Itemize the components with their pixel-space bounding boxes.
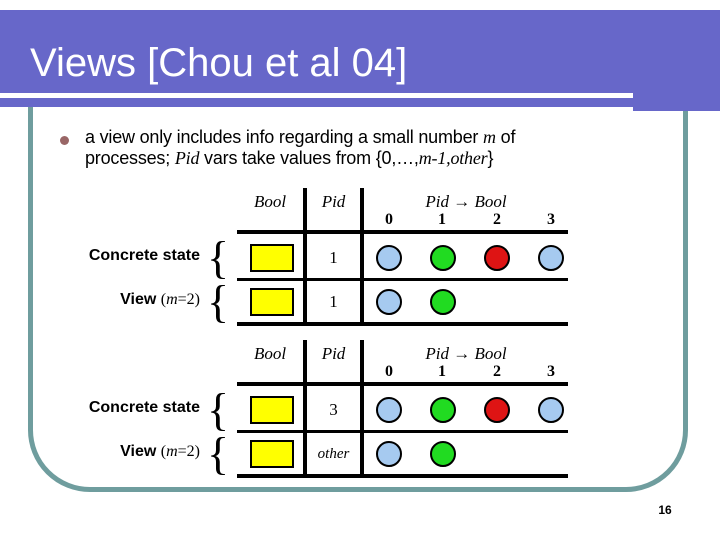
- index-label-1: 1: [438, 211, 446, 228]
- page-number: 16: [658, 503, 672, 517]
- table-bottom-rule: [237, 474, 568, 478]
- vertical-divider: [360, 340, 364, 478]
- process-circles-row: [364, 289, 456, 315]
- blue-circle: [538, 397, 564, 423]
- header-cell-pid-to-bool: Pid → Bool: [425, 344, 507, 363]
- index-label-0: 0: [385, 211, 393, 228]
- bool-value-box: [250, 244, 294, 272]
- header-cell-pid: Pid: [321, 344, 346, 363]
- bullet-text: a view only includes info regarding a sm…: [85, 127, 515, 169]
- pid-value: other: [317, 446, 350, 462]
- header-cell-bool: Bool: [253, 344, 287, 363]
- bullet-dot-icon: [60, 136, 69, 145]
- index-label-2: 2: [493, 211, 501, 228]
- blue-circle: [538, 245, 564, 271]
- index-label-0: 0: [385, 363, 393, 380]
- index-label-3: 3: [547, 211, 555, 228]
- blue-circle: [376, 441, 402, 467]
- row-separator-rule: [237, 278, 568, 281]
- green-circle: [430, 245, 456, 271]
- title-bar-right-stub: [633, 107, 720, 111]
- row-separator-rule: [237, 430, 568, 433]
- green-circle: [430, 289, 456, 315]
- index-label-2: 2: [493, 363, 501, 380]
- diagram-table-2: Concrete state { View (m=2) { Bool Pid P…: [0, 340, 720, 490]
- pid-value: 1: [329, 292, 338, 311]
- bool-value-box: [250, 440, 294, 468]
- blue-circle: [376, 289, 402, 315]
- header-rule: [237, 382, 568, 386]
- header-rule: [237, 230, 568, 234]
- curly-brace-icon: {: [206, 276, 230, 327]
- bool-value-box: [250, 396, 294, 424]
- diagram-table-1: Concrete state { View (m=2) { Bool Pid P…: [0, 188, 720, 338]
- green-circle: [430, 397, 456, 423]
- curly-brace-icon: {: [206, 232, 230, 283]
- pid-value: 1: [329, 248, 338, 267]
- vertical-divider: [303, 188, 307, 326]
- red-circle: [484, 245, 510, 271]
- row-label-concrete-state: Concrete state: [88, 399, 200, 416]
- bullet-line-1: a view only includes info regarding a sm…: [85, 127, 516, 147]
- title-underline: [0, 93, 633, 98]
- row-label-concrete-state: Concrete state: [88, 247, 200, 264]
- page-title: Views [Chou et al 04]: [30, 41, 408, 85]
- process-circles-row: [364, 441, 456, 467]
- bool-value-box: [250, 288, 294, 316]
- header-cell-pid: Pid: [321, 192, 346, 211]
- table-bottom-rule: [237, 322, 568, 326]
- index-label-3: 3: [547, 363, 555, 380]
- blue-circle: [376, 245, 402, 271]
- row-label-view: View (m=2): [120, 291, 200, 308]
- green-circle: [430, 441, 456, 467]
- blue-circle: [376, 397, 402, 423]
- header-cell-bool: Bool: [253, 192, 287, 211]
- process-circles-row: [364, 245, 564, 271]
- index-label-1: 1: [438, 363, 446, 380]
- process-circles-row: [364, 397, 564, 423]
- bullet-line-2: processes; Pid vars take values from {0,…: [85, 148, 494, 168]
- title-bar: Views [Chou et al 04]: [0, 10, 720, 107]
- pid-value: 3: [329, 400, 338, 419]
- row-label-view: View (m=2): [120, 443, 200, 460]
- red-circle: [484, 397, 510, 423]
- vertical-divider: [303, 340, 307, 478]
- curly-brace-icon: {: [206, 384, 230, 435]
- vertical-divider: [360, 188, 364, 326]
- header-cell-pid-to-bool: Pid → Bool: [425, 192, 507, 211]
- curly-brace-icon: {: [206, 428, 230, 479]
